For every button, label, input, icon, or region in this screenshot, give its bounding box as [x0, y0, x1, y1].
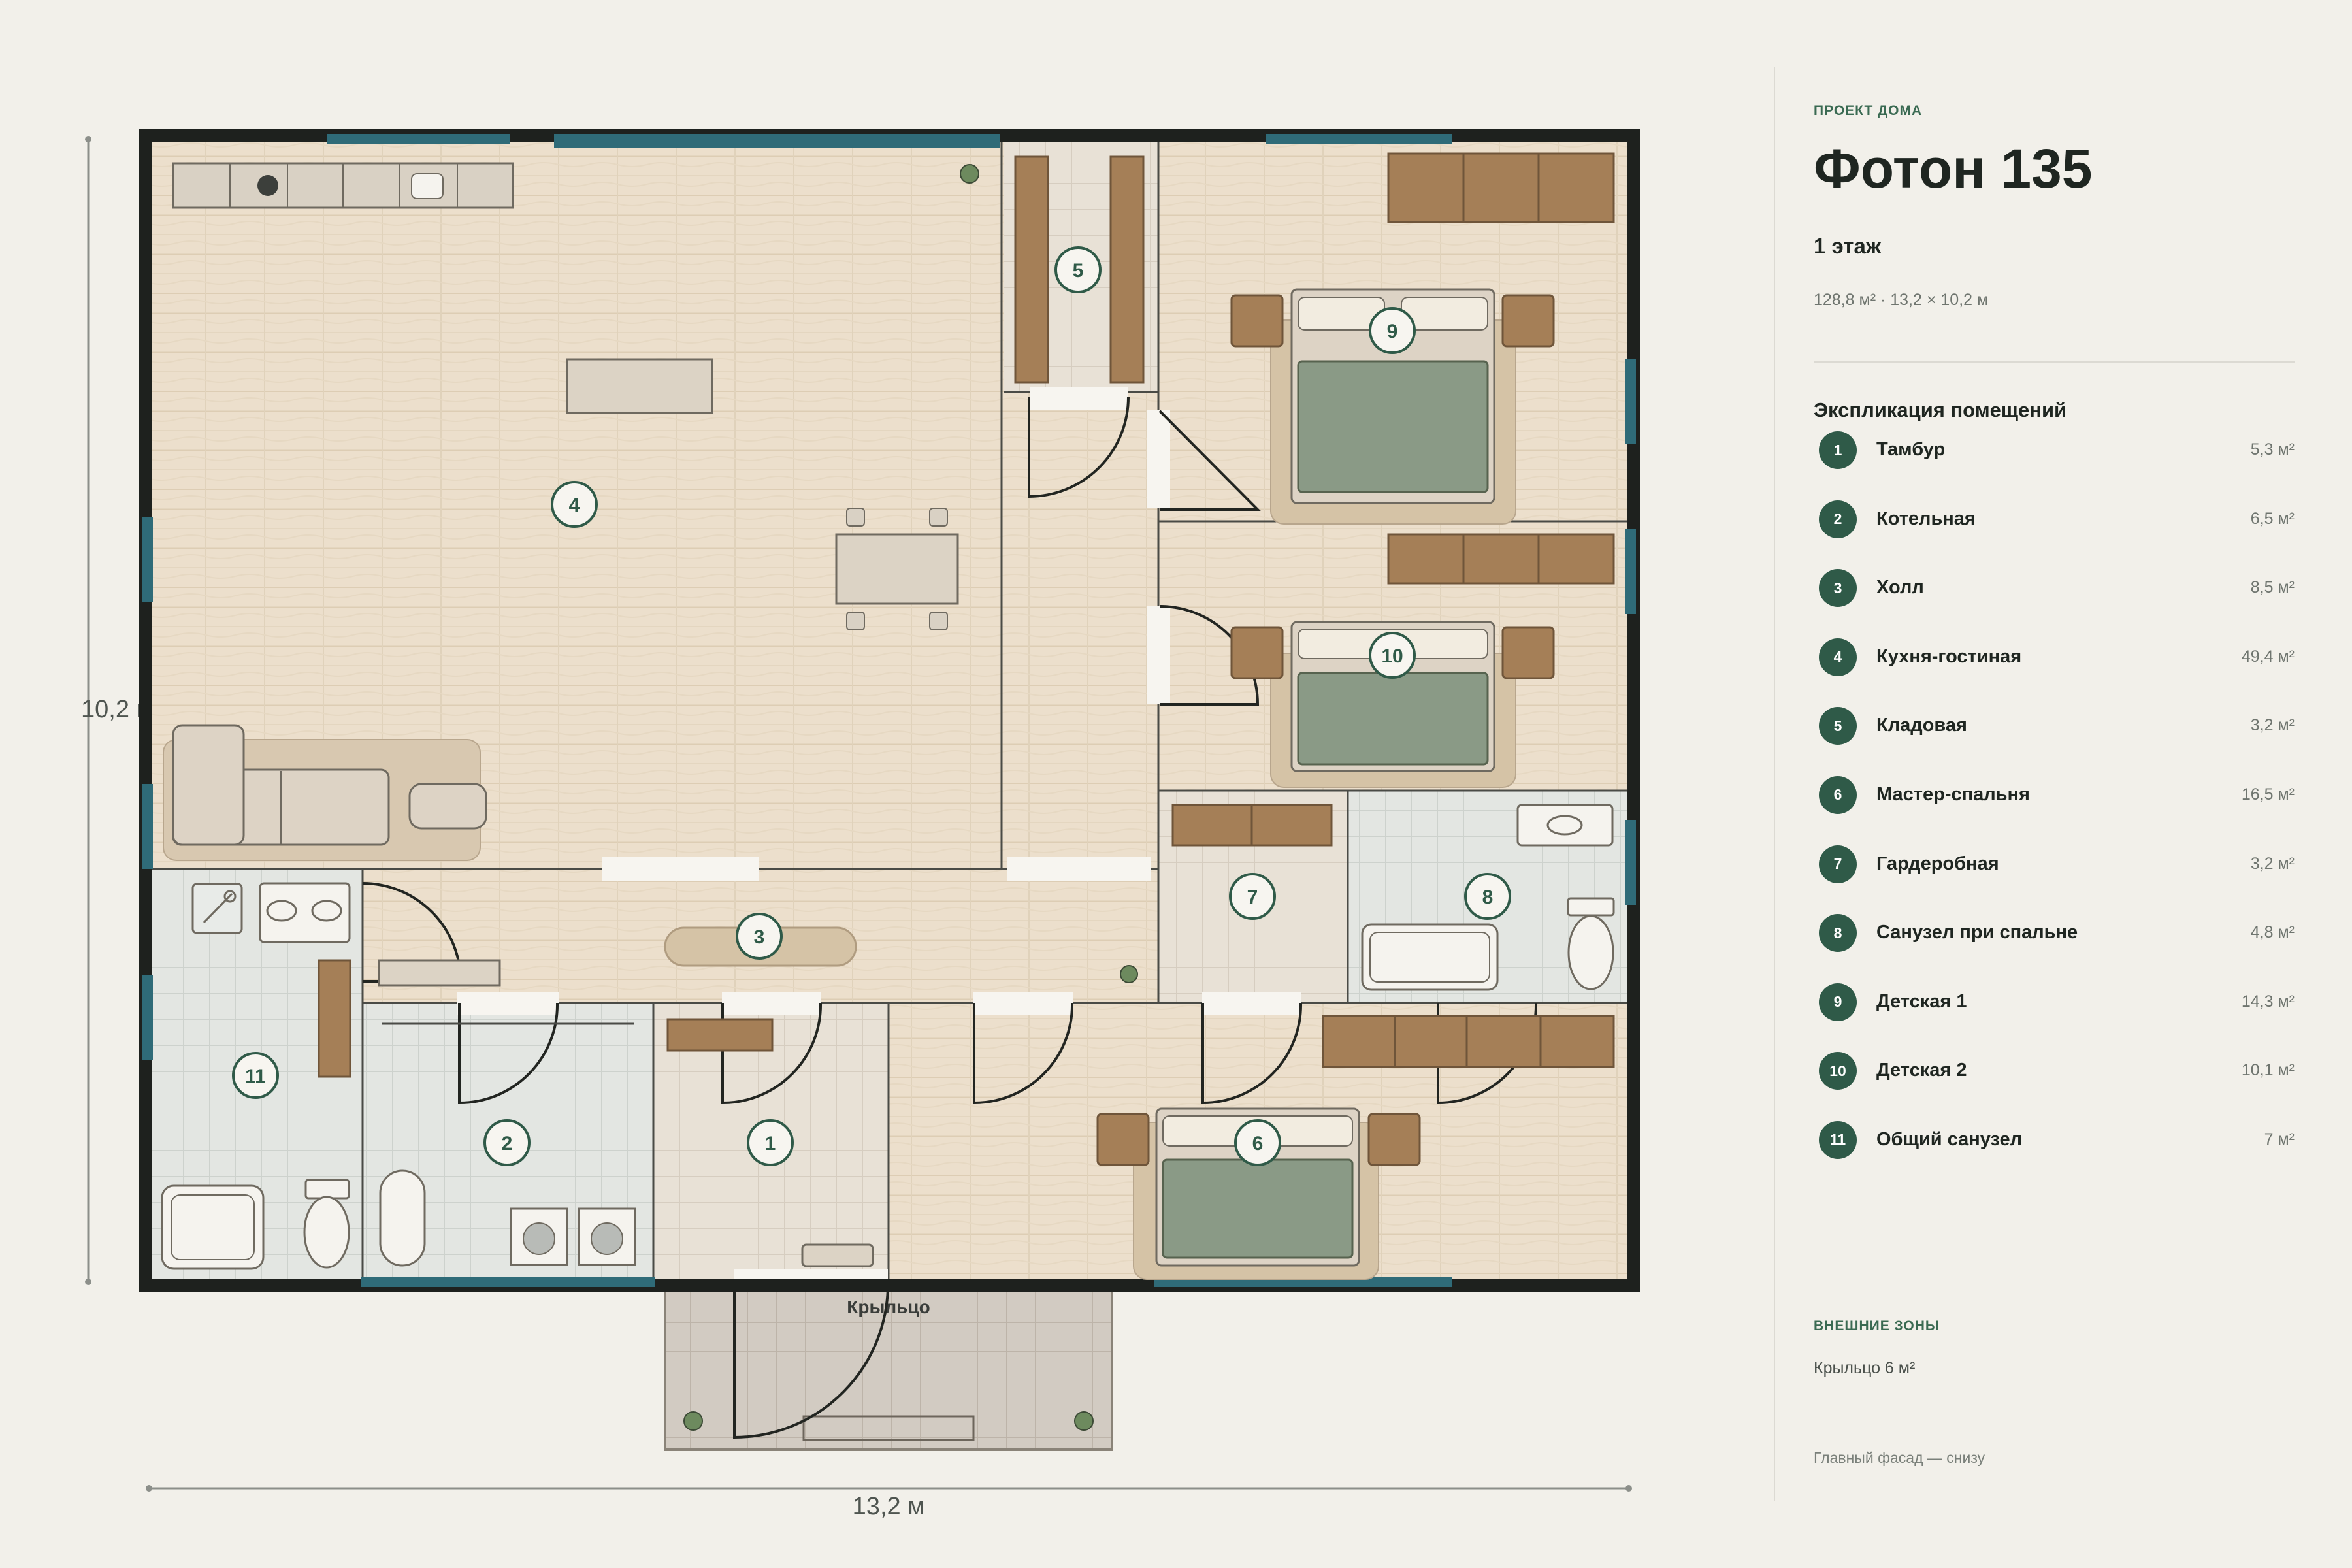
boiler-room-2-fixtures: [379, 1022, 636, 1267]
panel-divider: [1774, 67, 1775, 1501]
floor-label: 1 этаж: [1814, 234, 1882, 258]
room-marker-6: 6: [1234, 1119, 1281, 1166]
svg-text:10: 10: [1381, 645, 1403, 667]
legend-item: 7 Гардеробная 3,2 м²: [1814, 843, 2295, 912]
legend-item: 6 Мастер-спальня 16,5 м²: [1814, 774, 2295, 843]
kitchen-living-furniture: [163, 162, 979, 861]
legend-room-name: Кухня-гостиная: [1876, 645, 2022, 667]
legend-room-name: Котельная: [1876, 508, 1976, 529]
room-marker-9: 9: [1369, 307, 1416, 354]
divider: [1814, 361, 2295, 363]
bedroom-10-furniture: [1230, 533, 1615, 788]
project-meta: 128,8 м² · 13,2 × 10,2 м: [1814, 291, 1989, 309]
legend-number: 7: [1819, 845, 1857, 883]
room-marker-1: 1: [747, 1119, 794, 1166]
room-marker-2: 2: [483, 1119, 531, 1166]
legend-room-name: Холл: [1876, 577, 1924, 598]
legend-room-name: Детская 1: [1876, 990, 1967, 1012]
bathroom-11-fixtures: [161, 882, 351, 1270]
legend-room-area: 3,2 м²: [2250, 716, 2295, 735]
legend-room-area: 4,8 м²: [2250, 923, 2295, 942]
bedroom-9-furniture: [1230, 152, 1615, 525]
legend-room-name: Детская 2: [1876, 1060, 1967, 1081]
legend-number: 2: [1819, 500, 1857, 538]
legend-room-name: Кладовая: [1876, 715, 1967, 736]
room-marker-10: 10: [1369, 632, 1416, 679]
external-zones-title: ВНЕШНИЕ ЗОНЫ: [1814, 1318, 1940, 1333]
legend-number: 11: [1819, 1120, 1857, 1159]
master-bedroom-6-furniture: [1096, 1015, 1615, 1280]
legend-number: 3: [1819, 569, 1857, 608]
legend-room-area: 10,1 м²: [2241, 1061, 2295, 1080]
svg-text:6: 6: [1252, 1133, 1264, 1154]
room-marker-3: 3: [736, 913, 783, 960]
ensuite-8-fixtures: [1361, 804, 1615, 991]
room-marker-7: 7: [1229, 873, 1276, 920]
legend-room-name: Гардеробная: [1876, 853, 1999, 874]
project-title: Фотон 135: [1814, 138, 2093, 199]
legend-item: 4 Кухня-гостиная 49,4 м²: [1814, 636, 2295, 705]
svg-text:8: 8: [1482, 887, 1494, 908]
legend-title: Экспликация помещений: [1814, 399, 2067, 421]
legend-room-area: 16,5 м²: [2241, 785, 2295, 804]
legend-room-name: Тамбур: [1876, 439, 1946, 460]
legend-number: 10: [1819, 1052, 1857, 1090]
svg-text:4: 4: [569, 495, 580, 516]
legend-item: 1 Тамбур 5,3 м²: [1814, 429, 2295, 498]
legend-number: 4: [1819, 638, 1857, 676]
svg-text:9: 9: [1387, 321, 1398, 342]
room-legend: 1 Тамбур 5,3 м² 2 Котельная 6,5 м² 3 Холл 8,5 …: [1814, 429, 2295, 1188]
external-zones-text: Крыльцо 6 м²: [1814, 1359, 1916, 1377]
door-swings: [362, 397, 1538, 1439]
svg-text:2: 2: [502, 1133, 513, 1154]
pantry-shelves: [1014, 155, 1145, 384]
porch: Крыльцо: [664, 1281, 1113, 1451]
svg-text:1: 1: [765, 1133, 776, 1154]
legend-room-area: 5,3 м²: [2250, 440, 2295, 459]
legend-number: 6: [1819, 776, 1857, 814]
legend-item: 8 Санузел при спальне 4,8 м²: [1814, 911, 2295, 981]
legend-item: 10 Детская 2 10,1 м²: [1814, 1049, 2295, 1119]
legend-number: 8: [1819, 914, 1857, 953]
legend-room-name: Мастер-спальня: [1876, 783, 2030, 805]
legend-room-name: Общий санузел: [1876, 1128, 2023, 1150]
facade-footnote: Главный фасад — снизу: [1814, 1449, 1985, 1466]
hall-furniture: [378, 926, 1138, 1267]
project-eyebrow: ПРОЕКТ ДОМА: [1814, 103, 1923, 118]
legend-room-name: Санузел при спальне: [1876, 922, 2078, 943]
room-marker-5: 5: [1054, 246, 1102, 293]
svg-text:11: 11: [245, 1066, 266, 1087]
legend-room-area: 7 м²: [2264, 1130, 2295, 1149]
legend-number: 1: [1819, 431, 1857, 469]
legend-item: 2 Котельная 6,5 м²: [1814, 498, 2295, 567]
legend-item: 9 Детская 1 14,3 м²: [1814, 981, 2295, 1050]
room-marker-11: 11: [232, 1052, 279, 1099]
legend-room-area: 8,5 м²: [2250, 578, 2295, 597]
legend-item: 5 Кладовая 3,2 м²: [1814, 704, 2295, 774]
svg-text:3: 3: [754, 926, 765, 948]
door-openings: [457, 387, 1301, 1292]
legend-room-area: 6,5 м²: [2250, 509, 2295, 528]
floor-plan: 10,2 м 13,2 м Крыльцо: [81, 129, 1640, 1520]
legend-room-area: 49,4 м²: [2241, 647, 2295, 666]
legend-number: 5: [1819, 707, 1857, 745]
legend-room-area: 14,3 м²: [2241, 992, 2295, 1011]
width-dimension-label: 13,2 м: [853, 1493, 925, 1520]
room-markers: 1 2 3 4 5 6 7 8: [232, 246, 1511, 1166]
svg-text:7: 7: [1247, 887, 1258, 908]
room-marker-4: 4: [551, 481, 598, 528]
legend-room-area: 3,2 м²: [2250, 854, 2295, 873]
porch-label: Крыльцо: [847, 1297, 930, 1317]
info-panel: ПРОЕКТ ДОМА Фотон 135 1 этаж 128,8 м² · …: [1814, 0, 2297, 1568]
legend-item: 11 Общий санузел 7 м²: [1814, 1119, 2295, 1188]
wardrobe-7-furniture: [1171, 804, 1333, 847]
svg-text:5: 5: [1073, 260, 1084, 282]
legend-item: 3 Холл 8,5 м²: [1814, 566, 2295, 636]
room-marker-8: 8: [1464, 873, 1511, 920]
legend-number: 9: [1819, 983, 1857, 1021]
